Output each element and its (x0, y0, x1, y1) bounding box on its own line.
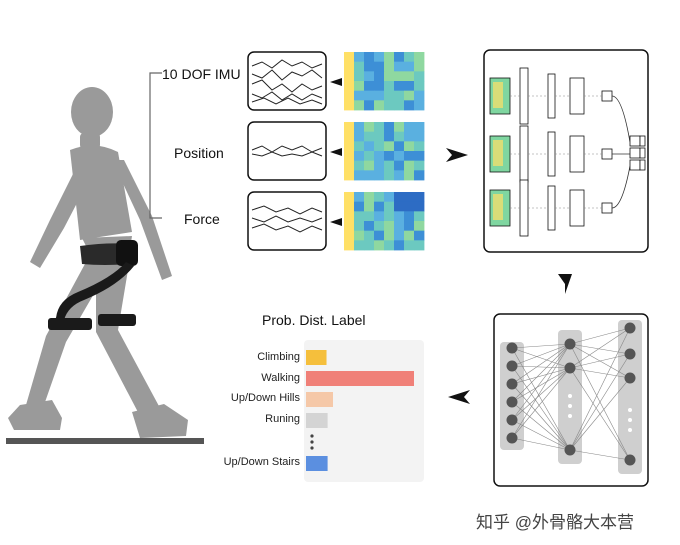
arrow-to-mlp (558, 274, 572, 294)
bar-label-walking: Walking (261, 372, 300, 384)
heatmaps (344, 52, 425, 251)
bar-label-stairs: Up/Down Stairs (223, 456, 300, 468)
signal-bracket (149, 72, 162, 219)
bar-label-climbing: Climbing (257, 351, 300, 363)
prob-bar-3 (306, 413, 328, 428)
ellipsis-dots (310, 434, 314, 450)
prob-bars (306, 350, 414, 471)
exoskeleton-device (48, 240, 138, 330)
mlp-panel (493, 313, 649, 487)
human-figure (8, 87, 188, 438)
label-position: Position (174, 145, 224, 161)
label-force: Force (184, 211, 220, 227)
prob-bar-1 (306, 371, 414, 386)
heatmap-1 (344, 122, 425, 181)
cnn-branch-2 (489, 179, 613, 237)
cnn-branch-1 (489, 125, 613, 183)
heatmap-0 (344, 52, 425, 111)
signal-box-imu (247, 51, 327, 111)
prob-bar-4 (306, 456, 328, 471)
signal-box-force (247, 191, 327, 251)
cnn-output-cubes (629, 135, 646, 171)
watermark: 知乎 @外骨骼大本营 (476, 513, 634, 532)
bar-label-running: Runing (265, 413, 300, 425)
arrows-to-heatmaps (330, 78, 342, 226)
cnn-panel (483, 49, 649, 253)
ground-line (6, 438, 204, 444)
arrow-to-cnn (446, 148, 468, 162)
arrow-to-probabilities (448, 390, 470, 404)
bar-label-hills: Up/Down Hills (230, 392, 300, 404)
heatmap-2 (344, 192, 425, 251)
cnn-branch-0 (489, 67, 613, 125)
signal-box-position (247, 121, 327, 181)
prob-bar-2 (306, 392, 333, 407)
cnn-merge (611, 95, 631, 209)
prob-panel-title: Prob. Dist. Label (262, 312, 366, 328)
prob-bar-0 (306, 350, 327, 365)
label-imu: 10 DOF IMU (162, 66, 241, 82)
